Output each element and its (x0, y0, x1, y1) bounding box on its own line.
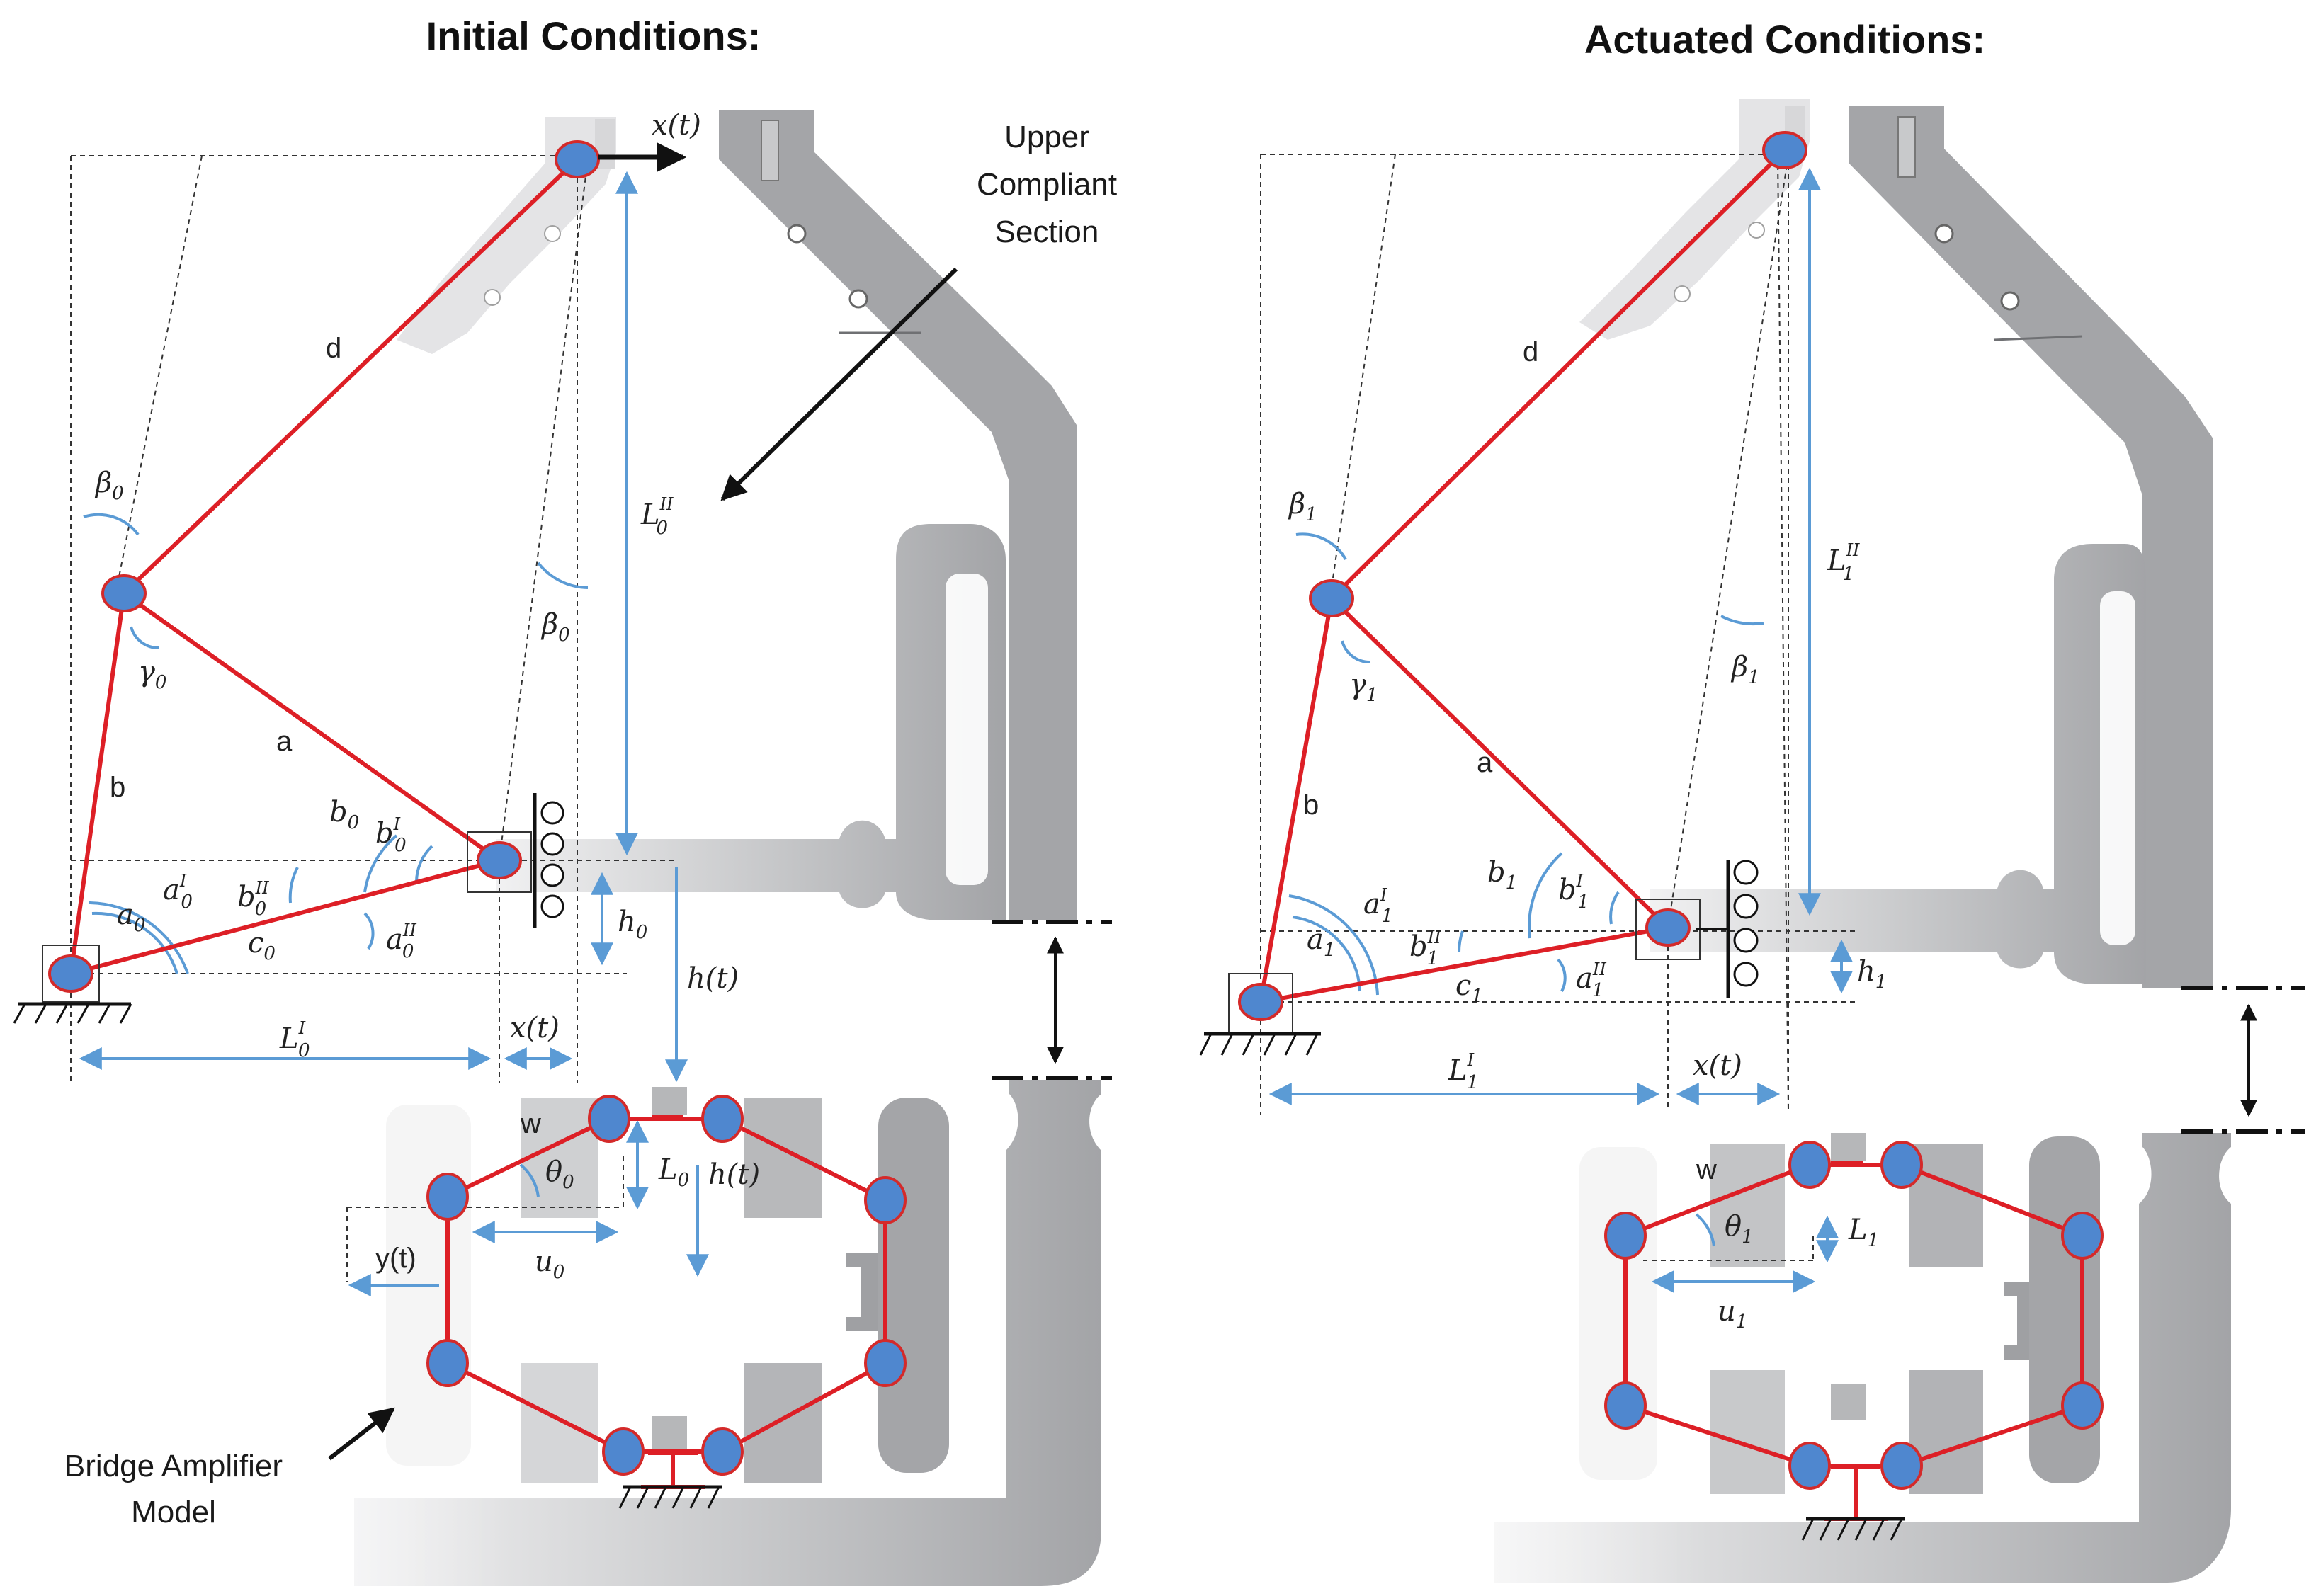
bridge-amplifier-annotation: Bridge Amplifier Model (64, 1449, 283, 1529)
actuated-beta-right-label: β1 (1730, 651, 1760, 688)
actuated-gap-marker (2181, 986, 2305, 1134)
svg-text:Section: Section (995, 215, 1099, 249)
actuated-u-label: u1 (1718, 1295, 1747, 1333)
actuated-links (1259, 148, 2084, 1521)
actuated-d-label: d (1523, 336, 1538, 367)
initial-supports (13, 793, 722, 1509)
initial-h-t-bridge-label: h(t) (708, 1158, 760, 1191)
initial-angle-arcs (83, 513, 589, 1197)
actuated-beta-left-label: β1 (1288, 488, 1317, 525)
actuated-a-label: a (1477, 747, 1493, 778)
svg-text:Upper: Upper (1004, 120, 1089, 154)
initial-beta-left-label: β0 (94, 467, 124, 504)
actuated-a1-label: a1 (1307, 923, 1335, 961)
upper-compliant-pointer (720, 267, 958, 501)
actuated-x-bottom-label: x(t) (1693, 1049, 1742, 1082)
initial-beta-right-label: β0 (540, 608, 570, 646)
actuated-c-label: c1 (1455, 969, 1483, 1007)
initial-c-label: c0 (248, 927, 276, 964)
actuated-dimension-arrows (1268, 167, 1853, 1293)
initial-joints (48, 140, 907, 1476)
initial-title: Initial Conditions: (426, 13, 761, 58)
initial-gamma-label: γ0 (138, 656, 166, 693)
actuated-b1-label: b1 (1487, 856, 1517, 894)
initial-construction-lines (70, 155, 676, 1282)
initial-b-label: b (110, 772, 125, 803)
initial-dimension-arrows (79, 171, 709, 1296)
svg-text:Bridge Amplifier: Bridge Amplifier (64, 1449, 283, 1483)
svg-text:Compliant: Compliant (977, 167, 1117, 202)
upper-compliant-annotation: Upper Compliant Section (977, 120, 1117, 249)
initial-a0-label: a0 (117, 899, 145, 936)
initial-gap-marker (992, 920, 1112, 1080)
initial-a-label: a (276, 726, 293, 757)
actuated-construction-lines (1260, 154, 1856, 1261)
initial-h-label: h0 (618, 906, 647, 943)
actuated-h-label: h1 (1857, 955, 1887, 993)
actuated-theta-label: θ1 (1725, 1210, 1754, 1248)
actuated-b-label: b (1303, 790, 1319, 821)
initial-h-t-label: h(t) (687, 962, 739, 995)
svg-text:Model: Model (131, 1495, 216, 1529)
initial-x-top-label: x(t) (652, 109, 701, 142)
initial-b0-label: b0 (329, 796, 359, 833)
initial-y-t-label: y(t) (375, 1243, 416, 1274)
actuated-gamma-label: γ1 (1349, 668, 1378, 706)
initial-u-label: u0 (535, 1246, 564, 1283)
initial-theta-label: θ0 (545, 1156, 574, 1193)
bridge-amplifier-pointer (328, 1407, 395, 1461)
initial-x-bottom-label: x(t) (510, 1012, 560, 1044)
actuated-title: Actuated Conditions: (1584, 17, 1985, 62)
actuated-compliant-frame (1204, 99, 2231, 1596)
actuated-supports (1199, 860, 1905, 1541)
actuated-L-bridge-label: L1 (1848, 1214, 1879, 1251)
actuated-angle-arcs (1288, 532, 1764, 1247)
actuated-joints (1238, 131, 2104, 1490)
initial-d-label: d (326, 333, 341, 364)
initial-w-label: w (520, 1108, 541, 1139)
actuated-w-label: w (1696, 1154, 1717, 1185)
initial-L-bridge-label: L0 (658, 1153, 689, 1191)
